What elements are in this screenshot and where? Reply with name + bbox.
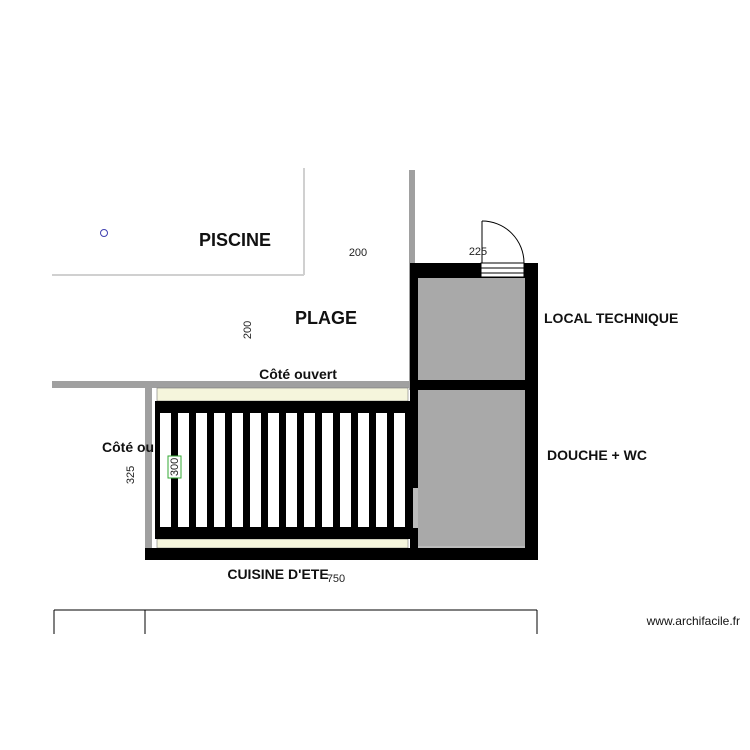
room-label-douche-wc: DOUCHE + WC xyxy=(547,447,647,463)
pergola-slat xyxy=(286,413,297,527)
pergola-slat xyxy=(340,413,351,527)
pergola-slat xyxy=(322,413,333,527)
low-wall-top xyxy=(52,381,414,388)
watermark: www.archifacile.fr xyxy=(646,614,740,628)
dim-cuisine-width: 750 xyxy=(327,573,345,585)
room-label-plage: PLAGE xyxy=(295,308,357,328)
dim-piscine-width: 200 xyxy=(349,247,367,259)
counter-bottom xyxy=(156,538,409,549)
pergola-slat xyxy=(268,413,279,527)
pergola-slat xyxy=(304,413,315,527)
pergola-slat xyxy=(178,413,189,527)
pergola-slat xyxy=(214,413,225,527)
legend-frame xyxy=(53,609,538,634)
kitchen-floor-wall xyxy=(145,548,413,560)
compass-icon xyxy=(100,229,108,237)
pool-outline xyxy=(52,168,305,276)
low-wall-left xyxy=(145,388,152,560)
dim-door: 225 xyxy=(469,246,487,258)
pergola-slat xyxy=(250,413,261,527)
pergola-slat xyxy=(394,413,405,527)
utility-block xyxy=(410,263,538,560)
dim-cuisine-depth: 325 xyxy=(125,466,137,484)
dim-pergola: 300 xyxy=(169,458,181,476)
label-top-open-side: Côté ouvert xyxy=(259,366,337,382)
dim-plage-height: 200 xyxy=(242,321,254,339)
pergola-slat xyxy=(358,413,369,527)
dim-pergola-tag: 300 xyxy=(167,455,182,479)
label-left-open-side: Côté ou xyxy=(102,439,154,455)
room-label-cuisine: CUISINE D'ETE xyxy=(227,566,328,582)
counter-top xyxy=(156,387,409,402)
pergola-slat xyxy=(160,413,171,527)
room-label-piscine: PISCINE xyxy=(199,230,271,250)
door-icon xyxy=(480,220,525,278)
pergola-slat xyxy=(196,413,207,527)
pergola-slat xyxy=(232,413,243,527)
pergola-slat xyxy=(376,413,387,527)
pergola-slats xyxy=(160,413,405,527)
summer-kitchen xyxy=(145,387,413,560)
pergola-frame xyxy=(155,401,411,539)
room-label-local-technique: LOCAL TECHNIQUE xyxy=(544,310,678,326)
